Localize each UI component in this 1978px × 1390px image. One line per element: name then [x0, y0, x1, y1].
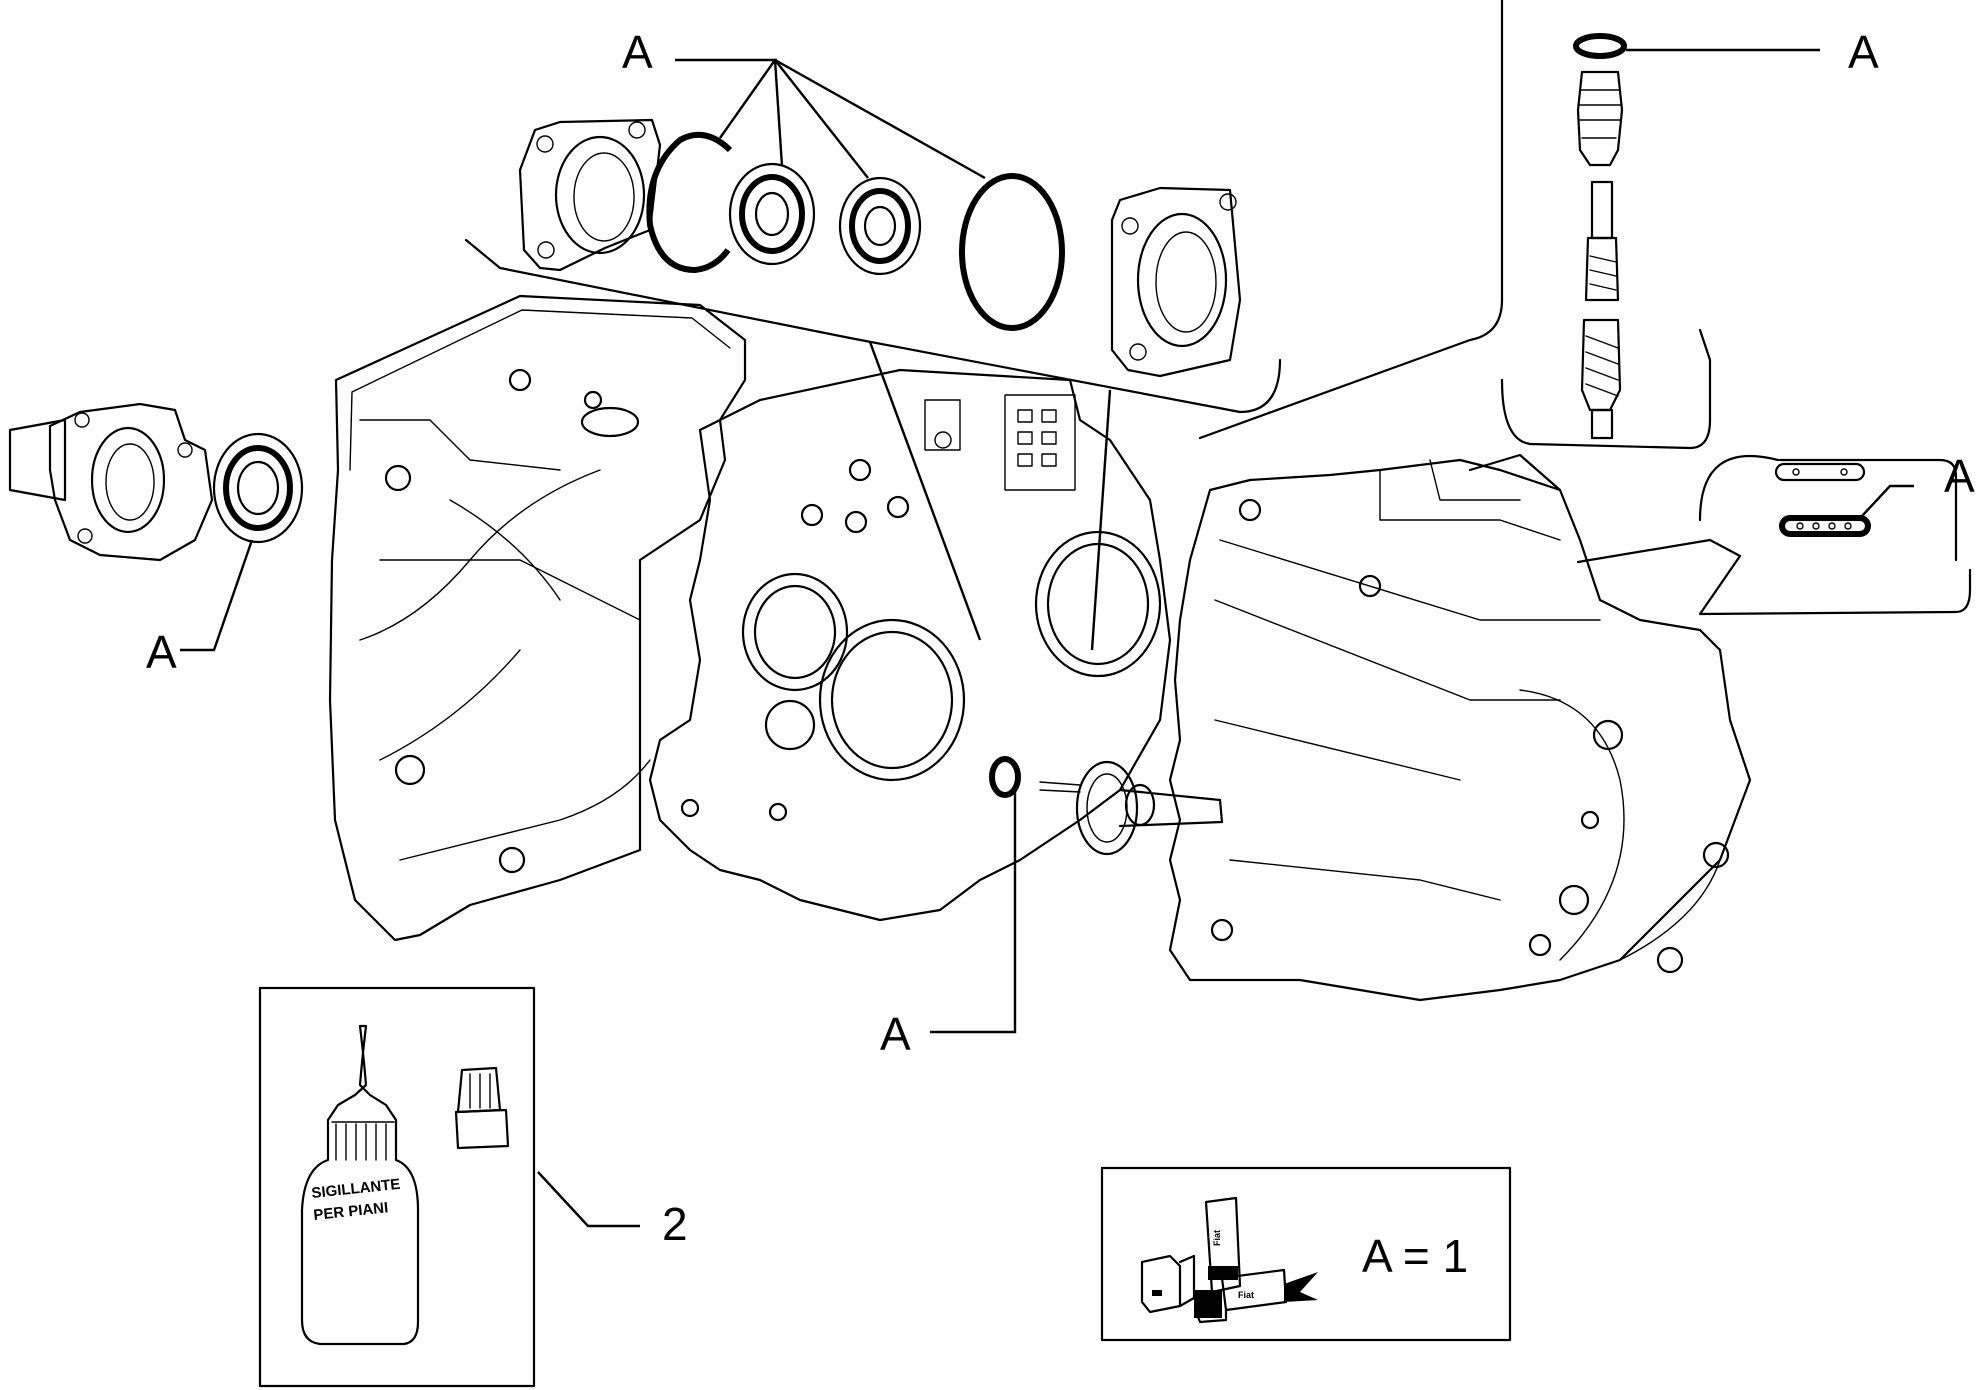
callout-label: A	[1848, 26, 1879, 78]
legend-text: A = 1	[1362, 1230, 1468, 1282]
gasket-plates-icon	[1576, 455, 1972, 616]
callout-label: A	[622, 26, 653, 78]
legend-box: Fiat Fiat A = 1	[1100, 1166, 1512, 1342]
sealant-bottle-icon: SIGILLANTE PER PIANI	[258, 986, 536, 1388]
o-ring-icon	[959, 173, 1065, 331]
kit-brand: Fiat	[1238, 1290, 1254, 1300]
callout-label: A	[146, 626, 177, 678]
flange-icon	[8, 402, 214, 562]
kit-brand: Fiat	[1212, 1230, 1222, 1246]
callout-label: A	[880, 1008, 911, 1060]
sealant-label-line2: PER PIANI	[313, 1199, 389, 1224]
kit-icon: Fiat Fiat	[1140, 1196, 1318, 1324]
oil-seal-icon	[989, 756, 1021, 798]
oil-seal-icon	[212, 432, 304, 544]
flange-icon	[518, 118, 662, 272]
flange-icon	[1110, 186, 1242, 378]
bearing-icon	[728, 162, 816, 266]
callout-label: A	[1944, 450, 1975, 502]
callout-label: 2	[662, 1198, 688, 1250]
bearing-icon	[838, 176, 922, 276]
speedometer-drive-icon	[1198, 0, 1712, 450]
sealant-label-line1: SIGILLANTE	[311, 1176, 401, 1202]
gearbox-housing-drawing	[328, 294, 1752, 1002]
o-ring-icon	[646, 131, 733, 274]
